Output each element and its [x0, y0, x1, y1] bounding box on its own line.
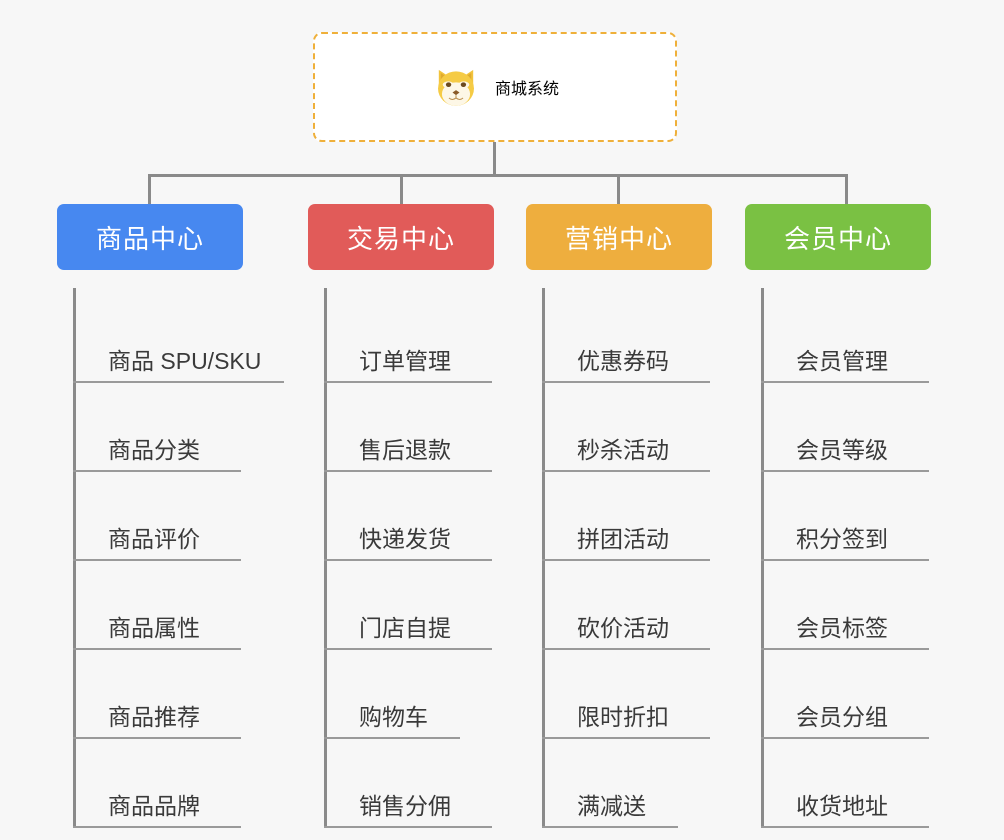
item-label: 拼团活动 [577, 526, 669, 552]
item-label: 商品推荐 [108, 704, 200, 730]
item-label: 商品分类 [108, 437, 200, 463]
item-label: 秒杀活动 [577, 437, 669, 463]
item-rule [73, 737, 241, 739]
list-item[interactable]: 购物车 [324, 650, 538, 739]
connector-root-stem [493, 142, 496, 176]
item-list-2: 优惠券码 秒杀活动 拼团活动 砍价活动 限时折扣 满减送 [542, 288, 756, 828]
item-rule [761, 737, 929, 739]
item-rule [73, 381, 284, 383]
list-item[interactable]: 商品推荐 [73, 650, 287, 739]
list-item[interactable]: 拼团活动 [542, 472, 756, 561]
list-item[interactable]: 商品品牌 [73, 739, 287, 828]
item-rule [324, 737, 460, 739]
list-item[interactable]: 会员标签 [761, 561, 975, 650]
item-label: 收货地址 [796, 793, 888, 819]
item-rule [542, 826, 678, 828]
list-item[interactable]: 商品分类 [73, 383, 287, 472]
item-label: 商品品牌 [108, 793, 200, 819]
root-title: 商城系统 [494, 81, 559, 98]
connector-drop-2 [617, 174, 620, 206]
item-rule [542, 737, 710, 739]
list-item[interactable]: 商品属性 [73, 561, 287, 650]
item-label: 满减送 [577, 793, 646, 819]
item-rule [761, 559, 929, 561]
list-item[interactable]: 门店自提 [324, 561, 538, 650]
item-label: 快递发货 [359, 526, 451, 552]
item-label: 积分签到 [796, 526, 888, 552]
list-item[interactable]: 满减送 [542, 739, 756, 828]
list-item[interactable]: 销售分佣 [324, 739, 538, 828]
category-title-3: 会员中心 [783, 223, 892, 254]
item-rule [761, 470, 929, 472]
item-list-3: 会员管理 会员等级 积分签到 会员标签 会员分组 收货地址 [761, 288, 975, 828]
category-header-2[interactable]: 营销中心 [526, 204, 712, 270]
item-rule [73, 648, 241, 650]
item-label: 门店自提 [359, 615, 451, 641]
category-header-1[interactable]: 交易中心 [308, 204, 494, 270]
item-rule [542, 381, 710, 383]
item-label: 售后退款 [359, 437, 451, 463]
connector-drop-3 [845, 174, 848, 206]
list-item[interactable]: 商品 SPU/SKU [73, 294, 287, 383]
item-rule [761, 381, 929, 383]
category-title-2: 营销中心 [564, 223, 673, 254]
category-column-会员中心: 会员中心 会员管理 会员等级 积分签到 会员标签 会员分组 [745, 204, 975, 828]
item-rule [761, 648, 929, 650]
category-column-交易中心: 交易中心 订单管理 售后退款 快递发货 门店自提 购物车 [308, 204, 538, 828]
list-item[interactable]: 会员管理 [761, 294, 975, 383]
item-rule [542, 559, 710, 561]
list-item[interactable]: 订单管理 [324, 294, 538, 383]
list-item[interactable]: 售后退款 [324, 383, 538, 472]
item-label: 商品属性 [108, 615, 200, 641]
category-header-3[interactable]: 会员中心 [745, 204, 931, 270]
list-item[interactable]: 优惠券码 [542, 294, 756, 383]
item-rule [324, 826, 492, 828]
item-rule [324, 381, 492, 383]
item-label: 优惠券码 [577, 348, 669, 374]
item-label: 会员等级 [796, 437, 888, 463]
item-rule [542, 648, 710, 650]
item-rule [542, 470, 710, 472]
item-rule [324, 470, 492, 472]
list-item[interactable]: 会员分组 [761, 650, 975, 739]
category-column-营销中心: 营销中心 优惠券码 秒杀活动 拼团活动 砍价活动 限时折扣 [526, 204, 756, 828]
list-item[interactable]: 积分签到 [761, 472, 975, 561]
list-item[interactable]: 限时折扣 [542, 650, 756, 739]
item-list-1: 订单管理 售后退款 快递发货 门店自提 购物车 销售分佣 [324, 288, 538, 828]
item-rule [324, 559, 492, 561]
item-label: 订单管理 [359, 348, 451, 374]
item-label: 商品评价 [108, 526, 200, 552]
list-item[interactable]: 会员等级 [761, 383, 975, 472]
item-label: 会员管理 [796, 348, 888, 374]
shiba-dog-icon [438, 69, 474, 108]
category-title-0: 商品中心 [95, 223, 204, 254]
list-item[interactable]: 商品评价 [73, 472, 287, 561]
item-label: 购物车 [359, 704, 428, 730]
item-label: 销售分佣 [359, 793, 451, 819]
item-label: 商品 SPU/SKU [108, 348, 262, 374]
item-label: 砍价活动 [577, 615, 669, 641]
item-rule [73, 470, 241, 472]
list-item[interactable]: 砍价活动 [542, 561, 756, 650]
item-label: 限时折扣 [577, 704, 669, 730]
item-rule [324, 648, 492, 650]
list-item[interactable]: 收货地址 [761, 739, 975, 828]
item-rule [73, 559, 241, 561]
list-item[interactable]: 快递发货 [324, 472, 538, 561]
item-rule [73, 826, 241, 828]
root-node[interactable]: 商城系统 [313, 32, 677, 142]
item-rule [761, 826, 929, 828]
item-label: 会员标签 [796, 615, 888, 641]
connector-drop-0 [148, 174, 151, 206]
category-header-0[interactable]: 商品中心 [57, 204, 243, 270]
item-list-0: 商品 SPU/SKU 商品分类 商品评价 商品属性 商品推荐 商品品牌 [73, 288, 287, 828]
connector-drop-1 [400, 174, 403, 206]
category-title-1: 交易中心 [346, 223, 455, 254]
list-item[interactable]: 秒杀活动 [542, 383, 756, 472]
category-column-商品中心: 商品中心 商品 SPU/SKU 商品分类 商品评价 商品属性 商品推荐 [57, 204, 287, 828]
connector-horizontal-bus [148, 174, 848, 177]
item-label: 会员分组 [796, 704, 888, 730]
